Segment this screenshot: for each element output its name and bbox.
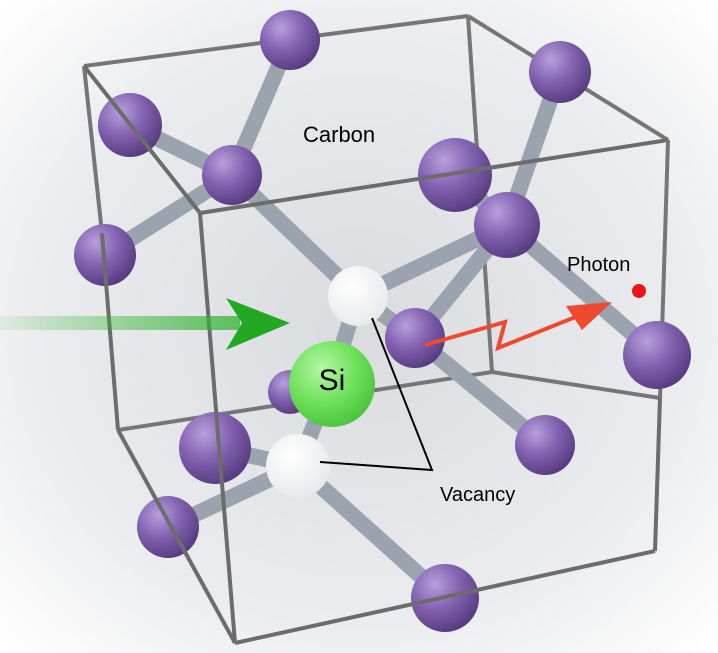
carbon-atom [260,10,320,70]
vacancy-pointer-lines [319,317,434,472]
carbon-atom [529,41,591,103]
silicon-label: Si [318,364,346,397]
carbon-atom [623,321,691,389]
carbon-atom [515,415,575,475]
red-zigzag-arrow-icon [424,302,612,352]
carbon-atom [202,145,262,205]
photon-label: Photon [567,254,631,276]
vacancy-site-lower [266,434,330,498]
silicon-atom [289,341,375,427]
vacancy-label: Vacancy [440,484,516,506]
carbon-label: Carbon [303,122,376,147]
carbon-atom [474,192,540,258]
carbon-atom [137,496,199,558]
cube-frame-front [82,64,669,645]
vacancy-site-upper [328,266,388,326]
photon-dot [632,284,646,298]
green-arrow-icon [0,298,290,350]
carbon-atom [179,412,251,484]
carbon-atom [385,308,445,368]
